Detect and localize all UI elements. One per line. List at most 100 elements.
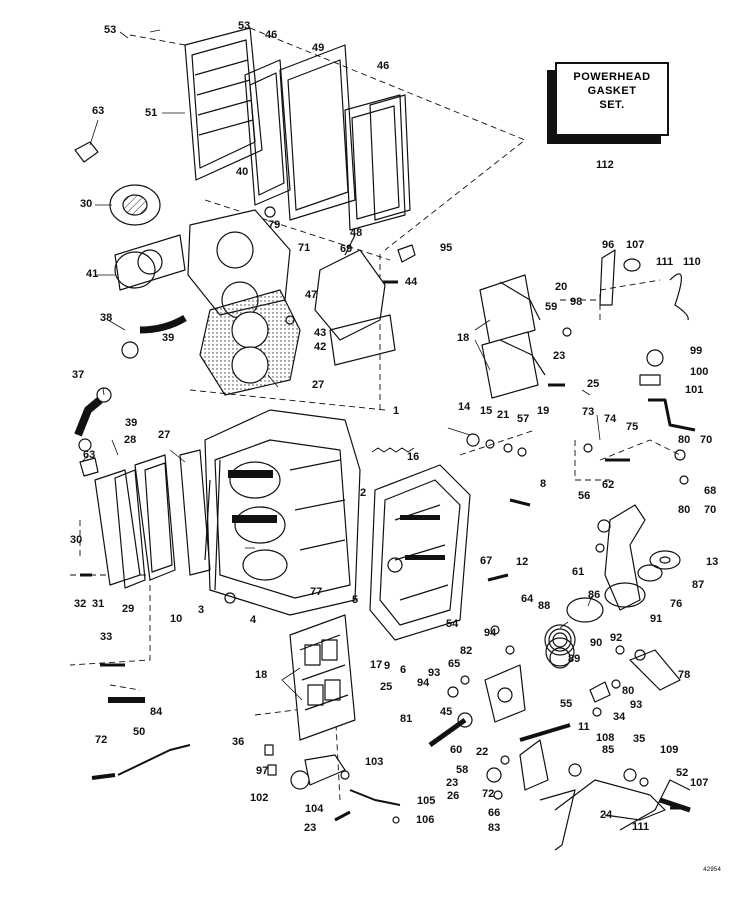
callout-111: 111 (656, 256, 674, 268)
callout-51: 51 (145, 107, 158, 119)
callout-106: 106 (416, 814, 435, 826)
head-gaskets (187, 209, 301, 396)
callout-112: 112 (596, 159, 614, 171)
callout-66: 66 (488, 807, 501, 819)
callout-77: 77 (310, 586, 323, 598)
gasket-set-line1: POWERHEAD (573, 71, 651, 83)
callout-102: 102 (250, 792, 269, 804)
callout-95: 95 (440, 242, 453, 254)
callout-45: 45 (440, 706, 453, 718)
callout-31: 31 (92, 598, 105, 610)
callout-13: 13 (706, 556, 719, 568)
callout-80: 80 (622, 685, 635, 697)
callout-44: 44 (405, 276, 418, 288)
callout-47: 47 (305, 289, 318, 301)
callout-27: 27 (158, 429, 171, 441)
callout-88: 88 (538, 600, 551, 612)
callout-18: 18 (457, 332, 470, 344)
callout-35: 35 (633, 733, 646, 745)
crankcase-half (369, 464, 471, 641)
callout-23: 23 (304, 822, 317, 834)
callout-25: 25 (380, 681, 393, 693)
callout-25: 25 (587, 378, 600, 390)
callout-20: 20 (555, 281, 568, 293)
callout-42: 42 (314, 341, 327, 353)
callout-9: 9 (384, 660, 391, 672)
callout-61: 61 (572, 566, 585, 578)
exhaust-gaskets (244, 44, 411, 231)
callout-53: 53 (238, 20, 251, 32)
callout-75: 75 (626, 421, 639, 433)
callout-56: 56 (578, 490, 591, 502)
callout-68: 68 (704, 485, 717, 497)
callout-30: 30 (70, 534, 83, 546)
callout-107: 107 (690, 777, 709, 789)
callout-111: 111 (632, 821, 650, 833)
callout-63: 63 (83, 449, 96, 461)
callout-41: 41 (86, 268, 99, 280)
callout-74: 74 (604, 413, 617, 425)
callout-73: 73 (582, 406, 595, 418)
callout-90: 90 (590, 637, 603, 649)
intake-cover (289, 614, 356, 741)
reed-plates (479, 274, 546, 399)
intake-manifold (314, 234, 396, 366)
callout-46: 46 (265, 29, 278, 41)
crankcase-detail (228, 470, 445, 560)
callout-22: 22 (476, 746, 489, 758)
gasket-set-line2: GASKET (587, 85, 637, 97)
callout-19: 19 (537, 405, 550, 417)
callout-12: 12 (516, 556, 529, 568)
callout-39: 39 (162, 332, 175, 344)
callout-89: 89 (568, 653, 581, 665)
callout-72: 72 (482, 788, 495, 800)
callout-72: 72 (95, 734, 108, 746)
callout-78: 78 (678, 669, 691, 681)
callout-16: 16 (407, 451, 420, 463)
callout-70: 70 (700, 434, 713, 446)
callout-59: 59 (545, 301, 558, 313)
callout-10: 10 (170, 613, 183, 625)
callout-53: 53 (104, 24, 117, 36)
callout-8: 8 (540, 478, 547, 490)
callout-84: 84 (150, 706, 163, 718)
callout-23: 23 (446, 777, 459, 789)
callout-52: 52 (676, 767, 689, 779)
callout-29: 29 (122, 603, 135, 615)
callout-99: 99 (690, 345, 703, 357)
cylinder-block (204, 409, 361, 616)
callout-49: 49 (312, 42, 325, 54)
gasket-set-line3: SET. (599, 99, 625, 111)
callout-93: 93 (428, 667, 441, 679)
callout-6: 6 (400, 664, 407, 676)
callout-33: 33 (100, 631, 113, 643)
callout-103: 103 (365, 756, 384, 768)
callout-5: 5 (352, 594, 359, 606)
callout-104: 104 (305, 803, 324, 815)
callout-38: 38 (100, 312, 113, 324)
callout-26: 26 (447, 790, 460, 802)
callout-69: 69 (340, 243, 353, 255)
callout-55: 55 (560, 698, 573, 710)
callout-43: 43 (314, 327, 327, 339)
callout-58: 58 (456, 764, 469, 776)
callout-91: 91 (650, 613, 663, 625)
callout-92: 92 (610, 632, 623, 644)
callout-37: 37 (72, 369, 85, 381)
drawing-code: 42954 (703, 866, 722, 873)
callout-108: 108 (596, 732, 615, 744)
callout-27: 27 (312, 379, 325, 391)
callout-98: 98 (570, 296, 583, 308)
callout-54: 54 (446, 618, 459, 630)
callout-24: 24 (600, 809, 613, 821)
callout-21: 21 (497, 409, 510, 421)
callout-39: 39 (125, 417, 138, 429)
callout-64: 64 (521, 593, 534, 605)
callout-109: 109 (660, 744, 679, 756)
callout-62: 62 (602, 479, 615, 491)
callout-100: 100 (690, 366, 709, 378)
callout-28: 28 (124, 434, 137, 446)
callout-65: 65 (448, 658, 461, 670)
